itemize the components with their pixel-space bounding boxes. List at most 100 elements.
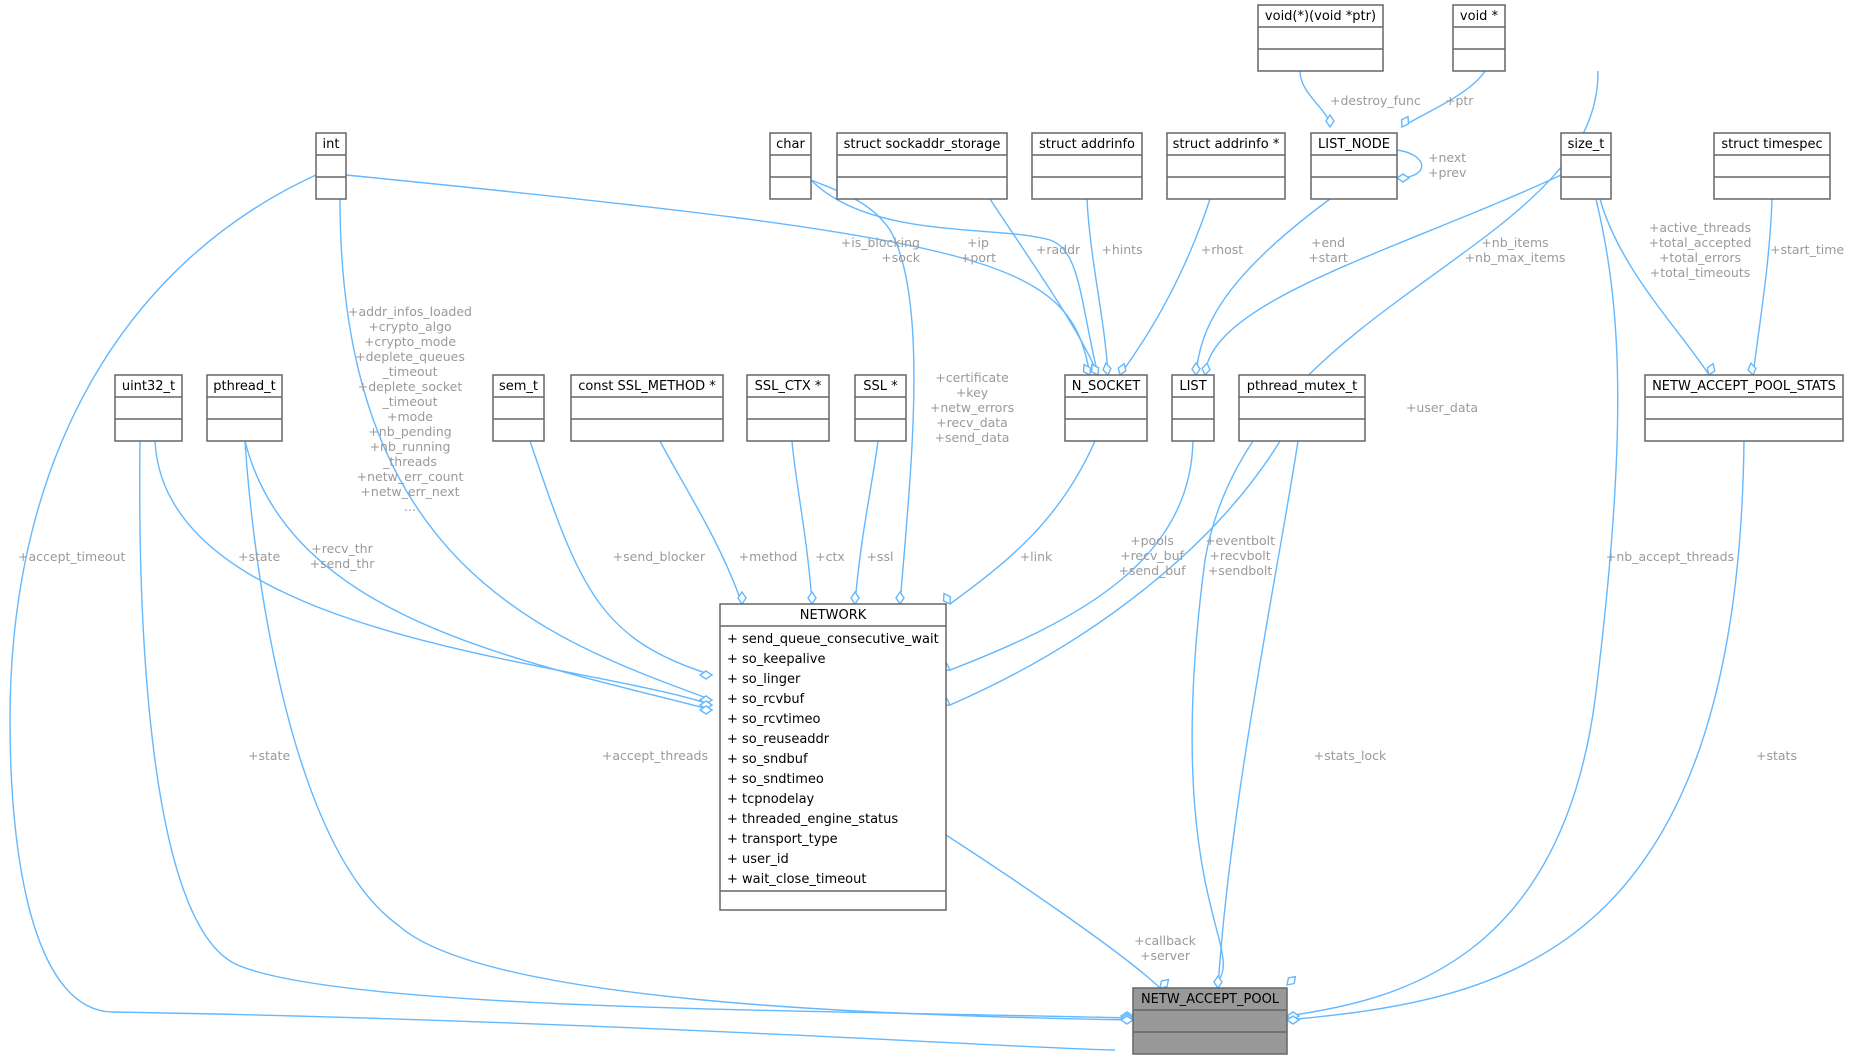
class-box-void-ptr[interactable]: void *	[1452, 4, 1506, 72]
edge-label-is-blocking: +is_blocking+sock	[841, 235, 921, 265]
edge-label-start-time: +start_time	[1770, 242, 1844, 257]
box-frame	[315, 132, 347, 200]
aggregation-diamond	[698, 670, 714, 680]
relation-edge	[1086, 198, 1109, 376]
network-member: + threaded_engine_status	[727, 812, 898, 827]
edge-label-ip-port: +ip+port	[960, 235, 996, 265]
network-member: + so_linger	[727, 672, 801, 687]
class-box-list[interactable]: LIST	[1171, 374, 1215, 442]
class-box-stats[interactable]: NETW_ACCEPT_POOL_STATS	[1644, 374, 1844, 442]
class-box-list-node[interactable]: LIST_NODE	[1310, 132, 1398, 200]
box-frame	[1713, 132, 1831, 200]
edge-label-line: +state	[248, 748, 290, 763]
edge-label-line: +sock	[881, 250, 921, 265]
diamond-shape	[1213, 974, 1223, 990]
aggregation-diamond	[1747, 361, 1757, 377]
relation-edge	[1599, 198, 1710, 376]
box-title: struct addrinfo	[1039, 137, 1135, 152]
class-box-pool[interactable]: NETW_ACCEPT_POOL	[1132, 987, 1288, 1055]
relation-edge	[1286, 440, 1745, 1021]
relation-edge	[659, 440, 743, 605]
class-box-func-ptr[interactable]: void(*)(void *ptr)	[1257, 4, 1384, 72]
box-frame	[746, 374, 830, 442]
box-title: void(*)(void *ptr)	[1265, 9, 1376, 24]
network-member: + wait_close_timeout	[727, 872, 866, 887]
box-frame	[1132, 987, 1288, 1055]
diamond-shape	[737, 590, 747, 606]
edge-label-nb-items: +nb_items+nb_max_items	[1465, 235, 1566, 265]
edge-label-ctx: +ctx	[815, 549, 845, 564]
edge-label-ssl: +ssl	[867, 549, 894, 564]
diamond-shape	[1117, 362, 1127, 377]
edge-label-line: _timeout	[382, 364, 438, 379]
edge-label-line: +is_blocking	[841, 235, 920, 250]
aggregation-diamond	[1400, 115, 1410, 129]
class-box-ssl-method[interactable]: const SSL_METHOD *	[570, 374, 724, 442]
class-box-sem-t[interactable]: sem_t	[492, 374, 545, 442]
edge-label-line: +certificate	[935, 370, 1009, 385]
relation-edge	[949, 440, 1194, 671]
relation-edge	[244, 440, 1134, 1021]
class-box-sockaddr-storage[interactable]: struct sockaddr_storage	[836, 132, 1008, 200]
edge-labels-layer: +destroy_func+ptr+next+prev+is_blocking+…	[18, 93, 1844, 963]
network-member: + so_rcvbuf	[727, 692, 805, 707]
class-box-char[interactable]: char	[769, 132, 812, 200]
class-box-pthread-t[interactable]: pthread_t	[206, 374, 283, 442]
aggregation-diamond	[1119, 1015, 1135, 1025]
class-box-ssl[interactable]: SSL *	[854, 374, 907, 442]
edge-label-int-members: +addr_infos_loaded+crypto_algo+crypto_mo…	[348, 304, 472, 514]
edge-label-line: +eventbolt	[1205, 533, 1275, 548]
edge-label-line: +state	[238, 549, 280, 564]
network-member: + so_reuseaddr	[727, 732, 830, 747]
box-frame	[114, 374, 183, 442]
edge-label-line: +mode	[387, 409, 433, 424]
class-box-ssl-ctx[interactable]: SSL_CTX *	[746, 374, 830, 442]
class-box-mutex[interactable]: pthread_mutex_t	[1238, 374, 1366, 442]
edge-label-destroy-func: +destroy_func	[1330, 93, 1421, 108]
edge-label-line: _threads	[382, 454, 437, 469]
edge-label-line: +sendbolt	[1208, 563, 1273, 578]
relation-edge	[989, 198, 1099, 376]
relation-edge	[9, 174, 1116, 1051]
edge-label-line: +prev	[1428, 165, 1467, 180]
aggregation-diamond	[1706, 362, 1716, 377]
aggregation-diamond	[1102, 361, 1112, 377]
box-frame	[854, 374, 907, 442]
relation-edge	[244, 440, 713, 711]
edge-label-line: +send_blocker	[613, 549, 706, 564]
relation-edge	[1204, 174, 1562, 376]
diamond-shape	[1286, 975, 1297, 986]
network-member: + so_sndtimeo	[727, 772, 824, 787]
edge-label-send-blocker: +send_blocker	[613, 549, 706, 564]
diamond-shape	[1159, 978, 1170, 989]
class-box-n-socket[interactable]: N_SOCKET	[1064, 374, 1148, 442]
box-title: N_SOCKET	[1072, 379, 1141, 394]
edge-label-line: +next	[1428, 150, 1466, 165]
network-member: + so_sndbuf	[727, 752, 808, 767]
class-box-addrinfo-ptr[interactable]: struct addrinfo *	[1166, 132, 1286, 200]
box-frame	[836, 132, 1008, 200]
aggregation-diamond	[850, 590, 860, 606]
class-box-size-t[interactable]: size_t	[1560, 132, 1612, 200]
class-box-int[interactable]: int	[315, 132, 347, 200]
aggregation-diamond	[1213, 974, 1223, 990]
aggregation-diamond	[895, 590, 905, 606]
relation-edge	[1286, 198, 1619, 1017]
class-box-timespec[interactable]: struct timespec	[1713, 132, 1831, 200]
relation-edge	[854, 440, 879, 605]
class-box-uint32-t[interactable]: uint32_t	[114, 374, 183, 442]
class-box-addrinfo[interactable]: struct addrinfo	[1031, 132, 1143, 200]
edge-label-line: +end	[1311, 235, 1345, 250]
edge-label-eventbolt: +eventbolt+recvbolt+sendbolt	[1205, 533, 1275, 578]
box-title: uint32_t	[122, 379, 175, 394]
edge-label-line: +recv_buf	[1120, 548, 1184, 563]
class-box-network[interactable]: NETWORK+ send_queue_consecutive_wait+ so…	[719, 603, 947, 911]
diamond-shape	[895, 590, 905, 606]
diamond-shape	[1102, 361, 1112, 377]
diamond-shape	[698, 670, 714, 680]
edge-label-line: +accept_timeout	[18, 549, 125, 564]
box-frame	[1560, 132, 1612, 200]
edge-label-user-data: +user_data	[1406, 400, 1478, 415]
aggregation-diamond	[1286, 975, 1297, 986]
edge-label-rhost: +rhost	[1201, 242, 1243, 257]
